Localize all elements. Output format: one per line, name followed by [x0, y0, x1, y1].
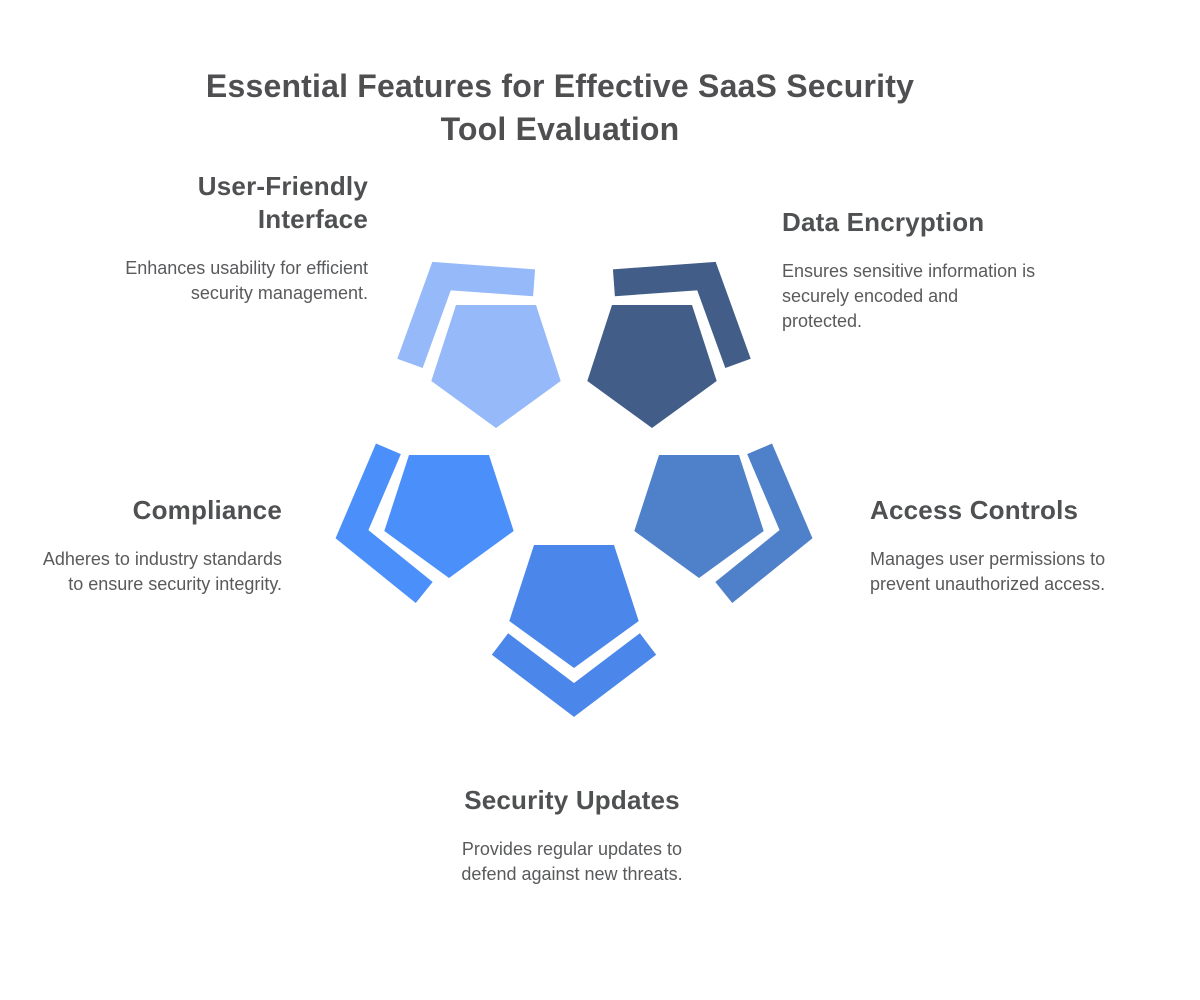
unit-description: Adheres to industry standards to ensure …	[0, 547, 282, 597]
unit-label: Data Encryption	[782, 206, 1102, 239]
unit-shape-data-encryption	[587, 261, 751, 428]
chevron-accent-icon	[491, 633, 657, 717]
desc-line: securely encoded and	[782, 286, 959, 306]
unit-text-compliance: Compliance Adheres to industry standards…	[0, 494, 282, 597]
pentagon-icon	[587, 305, 717, 428]
chevron-accent-icon	[335, 443, 433, 603]
desc-line: prevent unauthorized access.	[870, 574, 1106, 594]
unit-text-access-controls: Access Controls Manages user permissions…	[870, 494, 1170, 597]
pentagon-icon	[634, 455, 764, 578]
pentagon-icon	[509, 545, 639, 668]
label-line: Compliance	[132, 495, 282, 525]
unit-shape-user-friendly-interface	[397, 261, 561, 428]
desc-line: to ensure security integrity.	[68, 574, 282, 594]
page-title-line: Tool Evaluation	[440, 111, 680, 148]
desc-line: Provides regular updates to	[461, 839, 683, 859]
unit-description: Enhances usability for efficient securit…	[38, 256, 368, 306]
page-title-line: Essential Features for Effective SaaS Se…	[205, 68, 915, 105]
unit-description: Provides regular updates to defend again…	[392, 837, 752, 887]
desc-line: Manages user permissions to	[870, 549, 1106, 569]
label-line: User-Friendly	[197, 171, 368, 201]
page-title: Essential Features for Effective SaaS Se…	[40, 65, 1080, 151]
desc-line: Adheres to industry standards	[42, 549, 282, 569]
label-line: Interface	[257, 204, 368, 234]
pentagon-icon	[431, 305, 561, 428]
chevron-accent-icon	[612, 261, 751, 368]
desc-line: defend against new threats.	[461, 864, 683, 884]
unit-description: Manages user permissions to prevent unau…	[870, 547, 1170, 597]
unit-shape-compliance	[335, 443, 514, 603]
label-line: Security Updates	[464, 785, 680, 815]
unit-shape-security-updates	[491, 545, 657, 717]
unit-label: Compliance	[0, 494, 282, 527]
pentagon-icon	[384, 455, 514, 578]
unit-text-security-updates: Security Updates Provides regular update…	[392, 784, 752, 887]
unit-text-user-friendly-interface: User-Friendly Interface Enhances usabili…	[38, 170, 368, 306]
unit-text-data-encryption: Data Encryption Ensures sensitive inform…	[782, 206, 1102, 334]
chevron-accent-icon	[715, 443, 813, 603]
label-line: Data Encryption	[782, 207, 985, 237]
unit-label: User-Friendly Interface	[38, 170, 368, 236]
desc-line: security management.	[190, 283, 368, 303]
chevron-accent-icon	[397, 261, 536, 368]
desc-line: protected.	[782, 311, 863, 331]
unit-description: Ensures sensitive information is securel…	[782, 259, 1102, 334]
desc-line: Ensures sensitive information is	[782, 261, 1036, 281]
label-line: Access Controls	[870, 495, 1079, 525]
desc-line: Enhances usability for efficient	[125, 258, 368, 278]
unit-label: Access Controls	[870, 494, 1170, 527]
unit-shape-access-controls	[634, 443, 813, 603]
unit-label: Security Updates	[392, 784, 752, 817]
